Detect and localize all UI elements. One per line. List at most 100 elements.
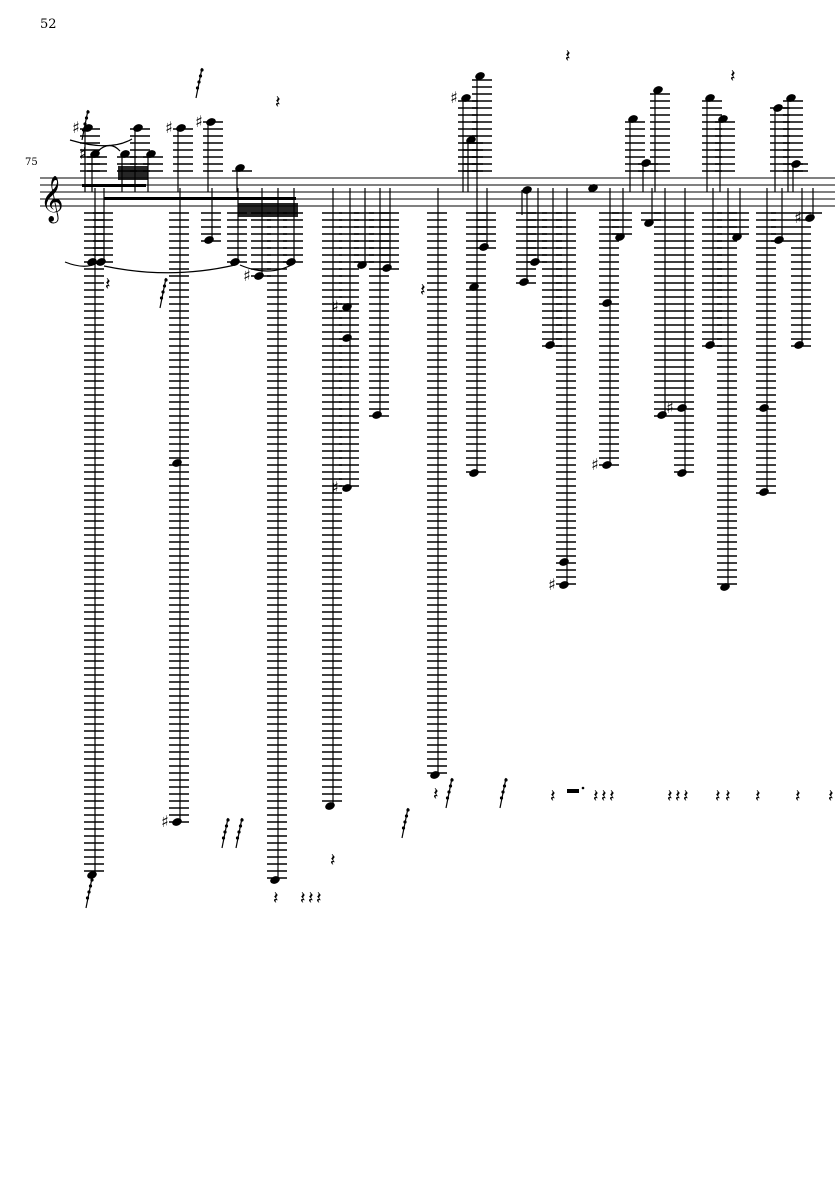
note-head	[720, 583, 730, 591]
note-head	[530, 258, 540, 266]
note-head	[559, 558, 569, 566]
rest-flag-dot	[223, 830, 227, 834]
note-head	[204, 236, 214, 244]
note-head	[602, 461, 612, 469]
note-head	[325, 802, 335, 810]
rest-flag-dot	[404, 814, 409, 818]
rest-flag-dot	[197, 80, 201, 84]
rest-flag-dot	[447, 790, 451, 794]
beam	[104, 197, 296, 200]
sharp-icon: ♯	[243, 266, 251, 285]
rest-flag-dot	[84, 116, 89, 120]
note-head	[172, 459, 182, 467]
note-head	[718, 115, 728, 123]
note-head	[657, 411, 667, 419]
rest-flag-dot	[224, 824, 229, 828]
note-head	[644, 219, 654, 227]
note-head	[342, 334, 352, 342]
note-head	[653, 86, 663, 94]
note-head	[641, 159, 651, 167]
rest-flag-dot	[86, 110, 90, 114]
rest-flag-dot	[85, 896, 90, 900]
note-head	[96, 258, 106, 266]
rest-flag-dot	[406, 808, 410, 812]
quarter-rest-icon: 𝄽	[795, 786, 801, 807]
quarter-rest-icon: 𝄽	[550, 786, 556, 807]
note-head	[773, 104, 783, 112]
note-head	[90, 150, 100, 158]
note-head	[230, 258, 240, 266]
rest-flag-dot	[501, 790, 505, 794]
note-head	[342, 484, 352, 492]
rest-flag-dot	[499, 796, 504, 800]
rest-flag-dot	[162, 284, 167, 288]
sharp-icon: ♯	[331, 297, 339, 316]
note-head	[705, 94, 715, 102]
quarter-rest-icon: 𝄽	[667, 786, 673, 807]
note-head	[270, 876, 280, 884]
rest-flag-dot	[450, 778, 454, 782]
note-head	[559, 581, 569, 589]
rest-flag-dot	[445, 796, 450, 800]
rest-flag-dot	[195, 86, 200, 90]
sharp-icon: ♯	[195, 112, 203, 131]
rest-flag-dot	[504, 778, 508, 782]
note-head	[479, 243, 489, 251]
rest-flag-dot	[200, 68, 204, 72]
sharp-icon: ♯	[591, 455, 599, 474]
rest-flag-dot	[238, 824, 243, 828]
sharp-icon: ♯	[165, 118, 173, 137]
note-head	[475, 72, 485, 80]
quarter-rest-icon: 𝄽	[420, 280, 426, 301]
page-number: 52	[40, 17, 57, 32]
tie	[97, 144, 121, 152]
note-head	[235, 164, 245, 172]
note-head	[466, 136, 476, 144]
quarter-rest-icon: 𝄽	[273, 888, 279, 909]
rest-flag-dot	[83, 122, 87, 126]
rest-flag-dot	[235, 836, 240, 840]
rest-flag-dot	[237, 830, 241, 834]
quarter-rest-icon: 𝄽	[609, 786, 615, 807]
note-head	[774, 236, 784, 244]
note-head	[382, 264, 392, 272]
quarter-rest-icon: 𝄽	[828, 786, 834, 807]
note-head	[805, 214, 815, 222]
note-head	[430, 771, 440, 779]
dot	[581, 786, 585, 790]
beam-group	[118, 166, 148, 180]
quarter-rest-icon: 𝄽	[601, 786, 607, 807]
beam	[82, 184, 146, 187]
note-head	[759, 488, 769, 496]
rest-flag-dot	[81, 128, 86, 132]
quarter-rest-icon: 𝄽	[593, 786, 599, 807]
tie	[64, 261, 98, 267]
note-head	[677, 404, 687, 412]
sharp-icon: ♯	[161, 812, 169, 831]
rest-flag-dot	[403, 820, 407, 824]
quarter-rest-icon: 𝄽	[725, 786, 731, 807]
note-head	[206, 118, 216, 126]
note-head	[172, 818, 182, 826]
note-head	[87, 871, 97, 879]
note-head	[461, 94, 471, 102]
quarter-rest-icon: 𝄽	[675, 786, 681, 807]
note-head	[705, 341, 715, 349]
rest-flag-dot	[164, 278, 168, 282]
half-rest-icon	[567, 789, 579, 793]
sharp-icon: ♯	[331, 478, 339, 497]
sharp-icon: ♯	[72, 118, 80, 137]
quarter-rest-icon: 𝄽	[330, 850, 336, 871]
treble-clef-icon: 𝄞	[40, 176, 64, 224]
note-head	[469, 283, 479, 291]
note-head	[522, 186, 532, 194]
rest-flag-dot	[90, 878, 94, 882]
note-head	[176, 124, 186, 132]
rest-flag-dot	[221, 836, 226, 840]
note-head	[146, 150, 156, 158]
note-head	[545, 341, 555, 349]
note-head	[519, 278, 529, 286]
quarter-rest-icon: 𝄽	[683, 786, 689, 807]
measure-number: 75	[25, 157, 38, 168]
note-head	[342, 303, 352, 311]
